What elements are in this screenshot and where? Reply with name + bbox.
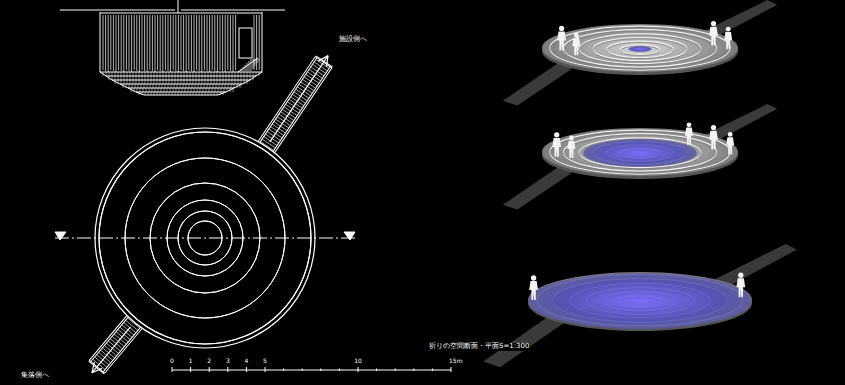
scale-number: 0 xyxy=(169,358,175,365)
direction-label: 集落側へ xyxy=(20,372,50,380)
scale-number: 2 xyxy=(206,358,212,365)
scale-bar xyxy=(172,367,451,372)
scale-number: 1 xyxy=(188,358,194,365)
plan-drawing xyxy=(55,50,355,379)
section-drawing xyxy=(60,0,285,95)
scale-number: 10 xyxy=(353,358,363,365)
scale-number: 3 xyxy=(225,358,231,365)
pool-renders xyxy=(483,0,797,367)
direction-label: 施設側へ xyxy=(338,36,368,44)
scale-number: 4 xyxy=(243,358,249,365)
scale-number: 5 xyxy=(262,358,268,365)
drawing-caption: 祈りの空間断面・平面S=1:300 xyxy=(428,343,530,351)
scale-number: 15m xyxy=(448,358,463,365)
